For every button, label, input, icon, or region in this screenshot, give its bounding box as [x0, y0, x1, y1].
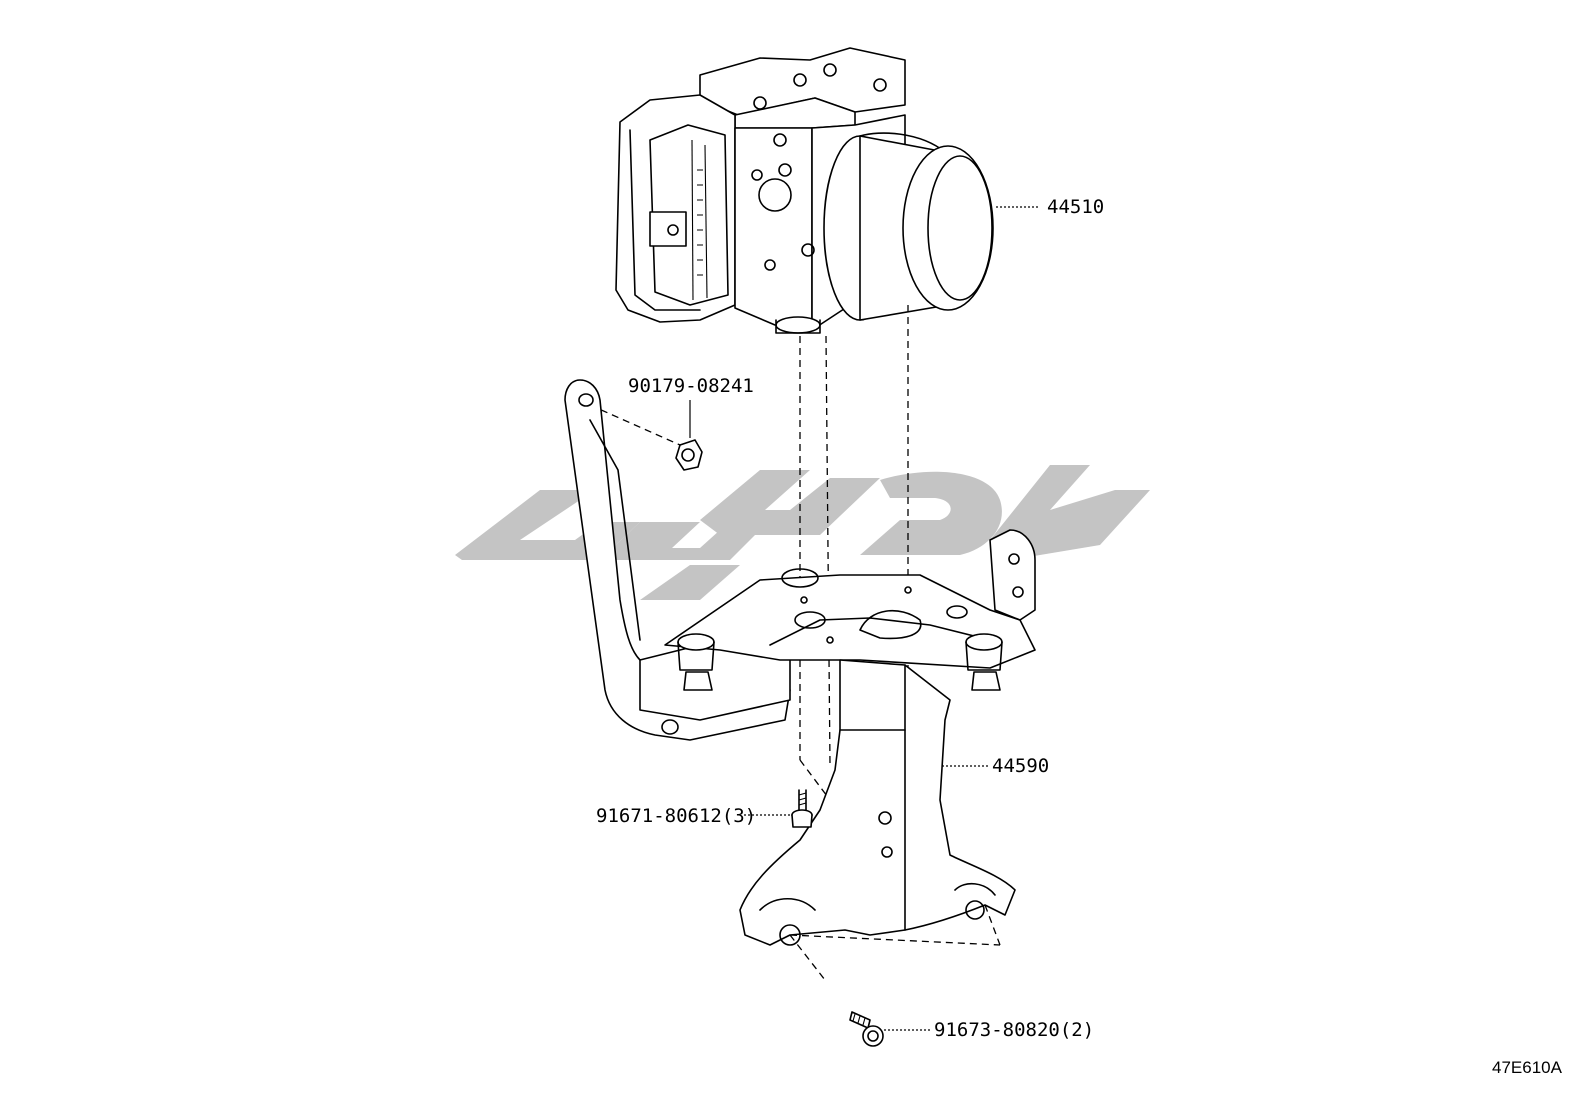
bolt-small: [791, 789, 813, 828]
label-bolt-large: 91673-80820(2): [884, 1019, 1094, 1041]
abs-actuator: [615, 47, 994, 334]
label-91673-80820: 91673-80820(2): [934, 1019, 1094, 1041]
label-nut: 90179-08241: [628, 375, 754, 438]
grommet-left: [677, 633, 715, 691]
label-44510: 44510: [1047, 196, 1104, 218]
figure-code: 47E610A: [1492, 1058, 1563, 1077]
label-91671-80612: 91671-80612(3): [596, 805, 756, 827]
label-abs-actuator: 44510: [996, 196, 1104, 218]
nut: [675, 439, 703, 471]
actuator-bracket: [564, 379, 1036, 946]
label-actuator-bracket: 44590: [942, 755, 1049, 777]
bolt-large: [849, 1011, 884, 1047]
grommet-right: [965, 633, 1003, 691]
label-90179-08241: 90179-08241: [628, 375, 754, 397]
watermark-logo: [455, 465, 1150, 600]
label-44590: 44590: [992, 755, 1049, 777]
label-bolt-small: 91671-80612(3): [596, 805, 792, 827]
